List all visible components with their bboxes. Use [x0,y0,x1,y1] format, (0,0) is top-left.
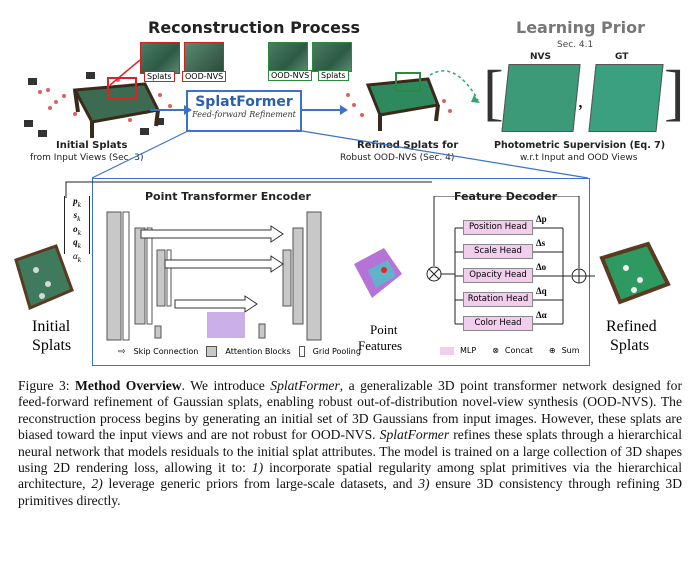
color-head: Color Head [463,316,533,331]
learning-prior-title: Learning Prior [516,18,646,37]
refined-label-2: Splats [610,337,650,354]
attention-blocks-icon [206,346,218,357]
refined-splats-caption-1: Refined Splats for [357,140,459,151]
caption-t3: refines these splats through a hierarchi… [18,427,682,476]
right-bracket: ] [664,59,685,127]
mini-point-cloud [207,312,245,338]
nvs-label: NVS [530,52,551,62]
encoder-blocks [106,211,322,341]
nvs-render [501,64,581,132]
refined-ood-thumbnail [268,42,308,72]
splats-thumbnail [140,42,180,74]
legend-decoder: MLP ⊗ Concat ⊕ Sum [440,346,580,355]
splatformer-box: SplatFormer Feed-forward Refinement [186,90,302,132]
gt-label: GT [615,52,629,62]
zoom-connector [109,59,141,86]
grid-pooling-icon [298,346,305,357]
delta-s: Δs [536,238,546,248]
decoder-lines [426,196,595,325]
attr-p-sub: k [77,199,81,209]
legend-encoder: ⇨ Skip Connection Attention Blocks Grid … [118,346,361,357]
attr-alpha: α [72,251,78,262]
sum-icon: ⊕ [548,346,556,355]
caption-t4: incorporate spatial regularity among spl… [18,460,682,492]
photometric-views: w.r.t Input and OOD Views [520,153,638,163]
refined-splats-tag: Splats [318,70,349,81]
caption-i1: SplatFormer [270,378,340,393]
reconstruction-title: Reconstruction Process [148,18,361,37]
attn-block [106,211,122,341]
expand-lines [91,129,589,179]
attr-q: q [73,237,78,248]
attr-s: s [73,209,78,220]
concat-icon: ⊗ [492,346,499,355]
refined-ood-tag: OOD-NVS [268,70,313,81]
flow-arrows [150,105,348,115]
legend-attn: Attention Blocks [225,347,291,356]
refined-splats-scene [346,70,480,131]
rotation-head: Rotation Head [463,292,533,307]
legend-sum: Sum [561,346,580,355]
left-bracket: [ [483,59,504,127]
splatformer-subtitle: Feed-forward Refinement [192,110,296,119]
initial-label-1: Initial [32,318,71,335]
caption-t5: leverage generic priors from large-scale… [102,476,419,492]
figure-caption: Figure 3: Method Overview. We introduce … [18,378,682,509]
encoder-title: Point Transformer Encoder [145,190,311,203]
caption-prefix: Figure 3: [18,378,75,393]
caption-t2: , a generalizable 3D point transformer n… [18,378,682,443]
refined-splats-image [599,241,671,305]
opacity-head: Opacity Head [463,268,533,283]
delta-p: Δp [536,214,547,224]
delta-q: Δq [536,286,547,296]
refined-label-1: Refined [606,318,657,335]
scale-head: Scale Head [463,244,533,259]
point-features-label-1: Point [370,322,398,337]
table-legs [73,89,160,138]
caption-t1: . We introduce [181,378,271,393]
attr-o: o [73,223,78,234]
initial-label-2: Splats [32,337,72,354]
splats-tag: Splats [144,71,175,82]
attr-q-sub: k [77,241,81,251]
attr-o-sub: k [77,227,81,237]
point-features-label-2: Features [358,338,403,353]
ood-nvs-thumbnail [184,42,224,74]
initial-splats-caption-2: from Input Views (Sec. 3) [30,153,144,163]
attr-p: p [73,196,78,206]
refined-splats-caption-2: Robust OOD-NVS (Sec. 4) [340,153,455,163]
position-head: Position Head [463,220,533,235]
splatformer-title: SplatFormer [195,94,293,110]
legend-concat: Concat [504,346,533,355]
delta-alpha: Δα [536,310,547,320]
legend-pool: Grid Pooling [312,347,361,356]
input-line [65,181,432,198]
initial-splats-caption-1: Initial Splats [56,140,128,151]
attribute-vector: pk sk ok qk αk [64,196,90,264]
mlp-icon [440,346,454,355]
attr-alpha-sub: k [77,254,82,264]
learning-prior-section: Sec. 4.1 [557,40,594,50]
comma-separator: , [578,90,583,112]
caption-i4: 2) [91,476,103,492]
delta-o: Δo [536,262,547,272]
photometric-supervision: Photometric Supervision (Eq. 7) [494,140,666,151]
legend-mlp: MLP [460,346,477,355]
caption-i5: 3) [418,476,430,492]
caption-t6: ensure 3D consistency through refining 3… [18,476,683,508]
ood-nvs-tag: OOD-NVS [182,71,227,82]
point-features-cloud [354,248,402,298]
caption-bold: Method Overview [74,378,182,393]
caption-i3: 1) [251,460,264,476]
zoom-box [107,77,137,99]
legend-skip: Skip Connection [133,347,199,356]
caption-i2: SplatFormer [379,427,450,443]
camera-icons [24,72,164,137]
skip-connection-icon: ⇨ [118,346,126,357]
attr-s-sub: k [77,213,81,223]
gt-render [588,64,664,132]
architecture-box [92,178,590,366]
initial-splats-image [14,244,74,311]
